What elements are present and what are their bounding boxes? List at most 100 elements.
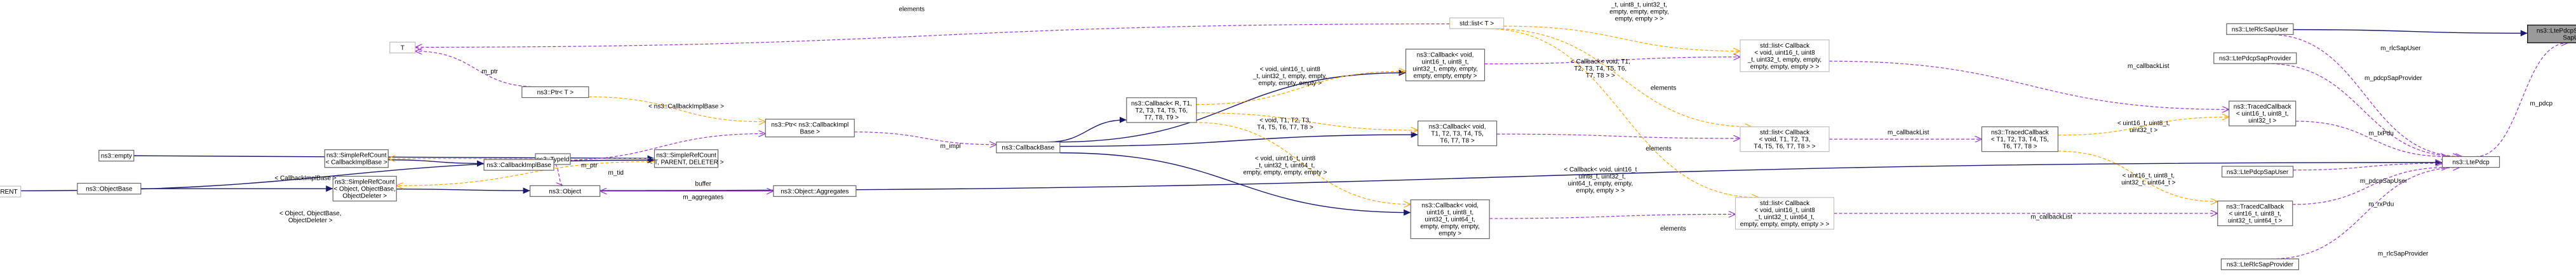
template-label: < uint16_t, uint8_t,	[2122, 173, 2175, 180]
node-label: < uint16_t, uint8_t,	[2236, 111, 2289, 117]
node-box	[765, 118, 855, 138]
node-list-cb2[interactable]: std::list< Callback< void, T1, T2, T3,T4…	[1740, 126, 1830, 152]
node-label: T4, T5, T6, T7, T8 > >	[1754, 144, 1816, 151]
node-tracedcb-t[interactable]: ns3::TracedCallback< T1, T2, T3, T4, T5,…	[1981, 126, 2058, 152]
node-label: ns3::LtePdcpSpecificLteRlc	[2537, 27, 2576, 34]
inheritance-edge	[1059, 131, 1418, 147]
template-edge	[396, 161, 655, 185]
edge-label: m_callbackList	[2030, 214, 2072, 221]
node-label: ns3::TracedCallback	[2226, 203, 2284, 210]
edge-label: elements	[1651, 84, 1677, 91]
node-label: < void, uint16_t, uint8	[1754, 207, 1815, 214]
node-tracedcb-2[interactable]: ns3::TracedCallback< uint16_t, uint8_t,u…	[2217, 200, 2293, 227]
template-label: empty, empty > >	[1576, 187, 1625, 194]
node-label: T2, T3, T4, T5, T6,	[1136, 107, 1188, 114]
node-ptr-cbimpl[interactable]: ns3::Ptr< ns3::CallbackImplBase >	[765, 118, 855, 138]
node-label: ns3::Callback< R, T1,	[1131, 100, 1192, 107]
inheritance-edge	[388, 159, 485, 167]
edge-label: elements	[899, 6, 925, 13]
node-label: empty, empty, empty > >	[1750, 64, 1820, 70]
usage-edge	[2295, 121, 2448, 157]
node-label: < CallbackImplBase >	[326, 159, 387, 166]
node-label: ns3::Ptr< T >	[537, 90, 574, 97]
edge-label: m_ptr	[581, 163, 598, 170]
node-label: empty, empty, empty >	[1414, 72, 1477, 79]
node-box	[2527, 24, 2576, 44]
node-ltepdcp[interactable]: ns3::LtePdcp	[2441, 156, 2500, 168]
template-label: < void, T1, T2, T3,	[1259, 117, 1311, 124]
node-box	[1981, 126, 2058, 152]
node-label: ns3::TracedCallback	[2234, 104, 2292, 111]
node-callbackbase[interactable]: ns3::CallbackBase	[996, 142, 1061, 154]
node-callback-u16u8u32u64[interactable]: ns3::Callback< void,uint16_t, uint8_t,ui…	[1410, 199, 1490, 239]
template-label: T2, T3, T4, T5, T6,	[1574, 65, 1627, 72]
node-box	[1126, 97, 1197, 123]
template-edge	[1196, 112, 1418, 130]
node-parent[interactable]: PARENT	[0, 185, 22, 198]
node-list-cb1[interactable]: std::list< Callback< void, uint16_t, uin…	[1740, 39, 1830, 72]
node-callback-rt[interactable]: ns3::Callback< R, T1,T2, T3, T4, T5, T6,…	[1126, 97, 1197, 123]
node-T[interactable]: T	[389, 41, 416, 53]
node-cbimplbase[interactable]: ns3::CallbackImplBase	[483, 159, 554, 171]
node-aggregates[interactable]: ns3::Object::Aggregates	[773, 185, 857, 197]
node-tracedcb-1[interactable]: ns3::TracedCallback< uint16_t, uint8_t,u…	[2229, 100, 2297, 126]
node-simplerefcount-t[interactable]: ns3::SimpleRefCount< T, PARENT, DELETER …	[648, 149, 724, 168]
edge-label: m_tid	[608, 170, 624, 177]
node-ltercsapuser[interactable]: ns3::LteRlcSapUser	[2226, 23, 2294, 35]
node-label: std::list< Callback	[1760, 130, 1810, 137]
template-edge	[588, 96, 765, 121]
template-label: uint64_t, empty, empty,	[1568, 180, 1633, 187]
node-label: ns3::empty	[101, 153, 132, 160]
node-ptr-t[interactable]: ns3::Ptr< T >	[521, 86, 589, 98]
template-label: _t, uint8_t, uint32_t,	[1611, 2, 1667, 9]
node-callback-u16u8u32[interactable]: ns3::Callback< void,uint16_t, uint8_t,ui…	[1405, 48, 1486, 81]
node-target[interactable]: ns3::LtePdcpSpecificLteRlcSapUser	[2527, 24, 2576, 44]
edge-label: m_pdcp	[2530, 100, 2553, 107]
usage-edge	[2268, 34, 2462, 156]
node-list-cb3[interactable]: std::list< Callback< void, uint16_t, uin…	[1734, 197, 1835, 230]
node-label: ns3::LtePdcpSapProvider	[2219, 55, 2291, 62]
node-box	[98, 150, 135, 162]
node-ltepdcpsapprovider[interactable]: ns3::LtePdcpSapProvider	[2213, 52, 2297, 64]
node-box	[483, 159, 554, 171]
template-label: uint32_t >	[2130, 127, 2157, 134]
node-lterlcsapprovider[interactable]: ns3::LteRlcSapProvider	[2220, 258, 2299, 271]
node-objectbase[interactable]: ns3::ObjectBase	[77, 182, 142, 195]
template-edge	[1491, 28, 1752, 127]
node-label: ns3::Callback< void,	[1417, 51, 1474, 58]
node-box	[1734, 197, 1835, 230]
node-label: ns3::Object	[549, 188, 581, 195]
node-label: empty, empty, empty, empty > >	[1740, 221, 1830, 228]
node-label: ns3::SimpleRefCount	[326, 152, 387, 159]
node-empty[interactable]: ns3::empty	[98, 150, 135, 162]
usage-edge	[2293, 163, 2443, 171]
node-label: Base >	[800, 129, 821, 136]
edge-label: m_callbackList	[2128, 63, 2170, 70]
node-simplerefcount-cb[interactable]: ns3::SimpleRefCount< CallbackImplBase >	[324, 149, 389, 168]
template-label: ObjectDeleter >	[288, 217, 333, 224]
node-box	[529, 185, 601, 197]
node-box	[0, 185, 22, 198]
node-label: uint32_t, empty, empty,	[1412, 65, 1477, 72]
node-list-t[interactable]: std::list< T >	[1449, 17, 1505, 29]
node-label: std::list< Callback	[1760, 43, 1810, 50]
node-box	[996, 142, 1061, 154]
node-label: T1, T2, T3, T4, T5,	[1431, 130, 1484, 137]
node-box	[389, 41, 416, 53]
edge-label: elements	[1646, 145, 1672, 152]
node-ltepdcpsapuser[interactable]: ns3::LtePdcpSapUser	[2221, 166, 2294, 178]
template-label: < Callback< void, T1,	[1571, 58, 1630, 65]
edge-label: m_rxPdu	[2368, 201, 2394, 208]
usage-edge	[415, 51, 537, 88]
usage-edge	[2292, 168, 2448, 205]
node-simplerefcount-obj[interactable]: ns3::SimpleRefCount< Object, ObjectBase,…	[332, 175, 397, 202]
node-label: ns3::Callback< void,	[1429, 123, 1486, 130]
node-label: < T, PARENT, DELETER >	[648, 159, 723, 166]
node-label: ObjectDeleter >	[342, 193, 387, 200]
node-object[interactable]: ns3::Object	[529, 185, 601, 197]
node-box	[654, 149, 719, 168]
edge-label: m_rlcSapUser	[2380, 45, 2421, 52]
node-box	[332, 175, 397, 202]
node-callback-t1[interactable]: ns3::Callback< void,T1, T2, T3, T4, T5,T…	[1418, 120, 1498, 147]
